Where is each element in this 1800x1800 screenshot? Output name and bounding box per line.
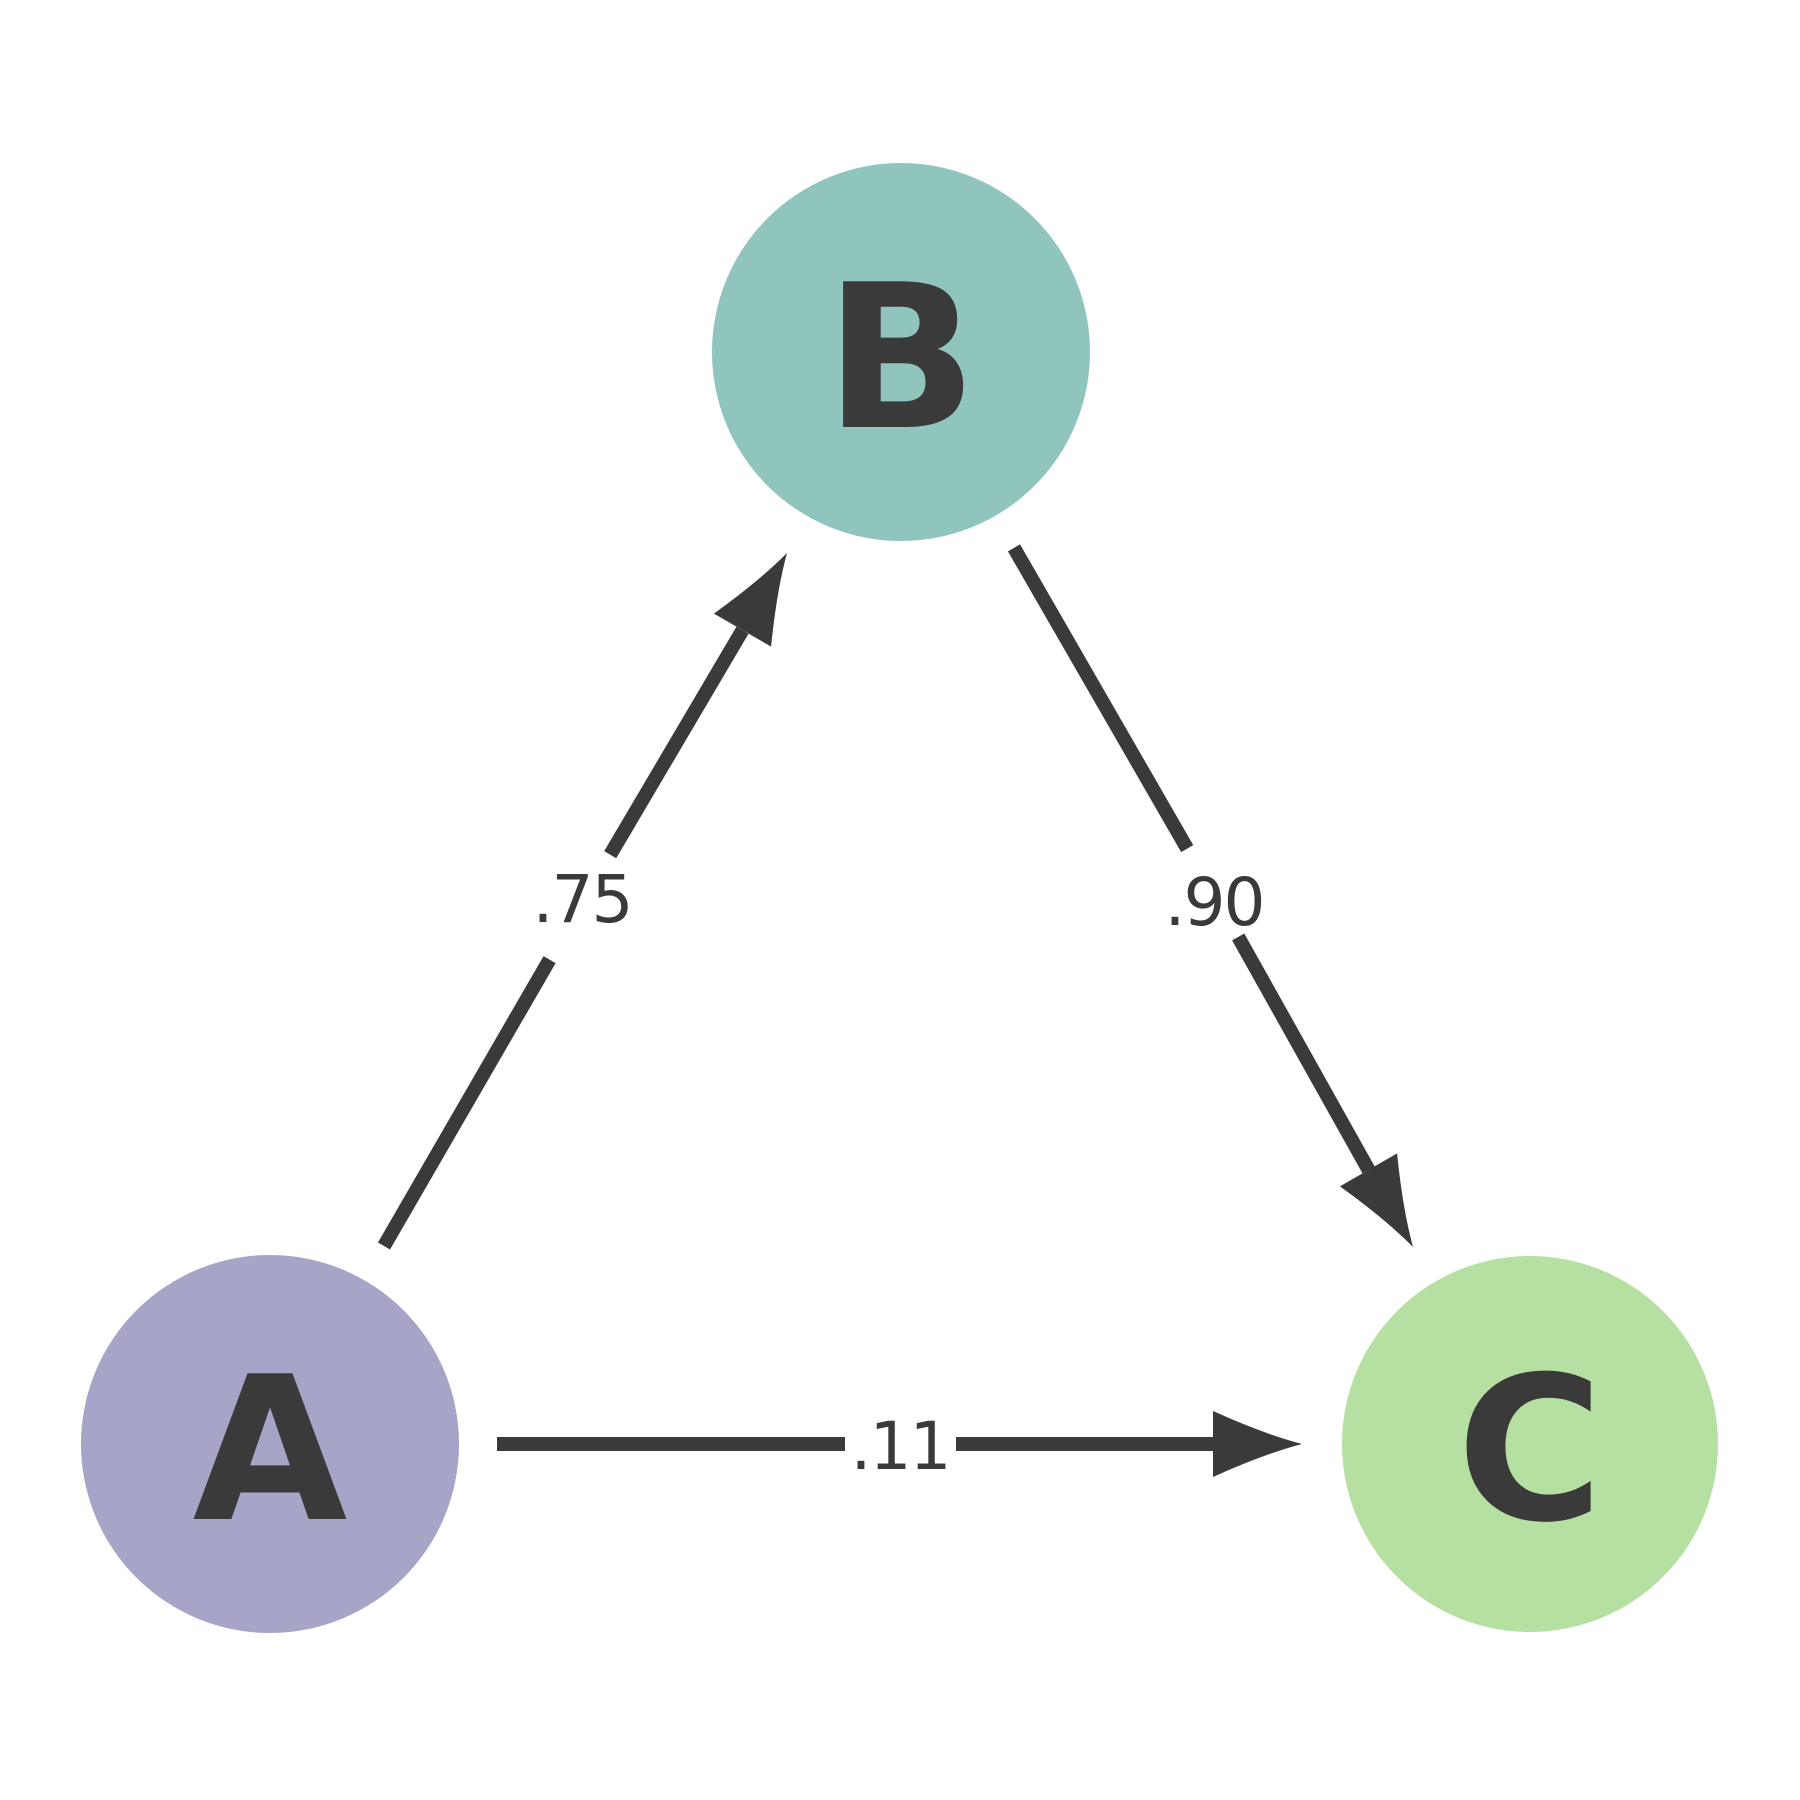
edge-b-c-weight-label: .90 [1165,864,1264,941]
edge-b-to-c: .90 [1007,544,1413,1247]
edge-a-to-b: .75 [377,553,787,1250]
node-c-circle [1342,1256,1718,1632]
edge-a-to-c: .11 [497,1408,1302,1485]
node-a: A [81,1255,459,1633]
node-c-label: C [1457,1334,1604,1567]
edge-a-b-weight-label: .75 [533,861,632,938]
node-b-circle [712,163,1090,541]
arrowhead-a-to-c-icon [1213,1411,1302,1477]
edge-b-c-segment-upper [1007,544,1194,853]
node-b-label: B [825,242,977,475]
edge-b-c-segment-lower [1232,933,1375,1174]
node-a-label: A [193,1334,348,1567]
node-b: B [712,163,1090,541]
edge-a-b-segment-upper [604,626,749,859]
node-c: C [1342,1256,1718,1632]
edge-a-c-weight-label: .11 [851,1408,950,1485]
arrowhead-b-to-c-icon [1339,1153,1413,1247]
arrowhead-a-to-b-icon [713,553,787,647]
edge-a-b-segment-lower [377,956,556,1250]
node-a-circle [81,1255,459,1633]
